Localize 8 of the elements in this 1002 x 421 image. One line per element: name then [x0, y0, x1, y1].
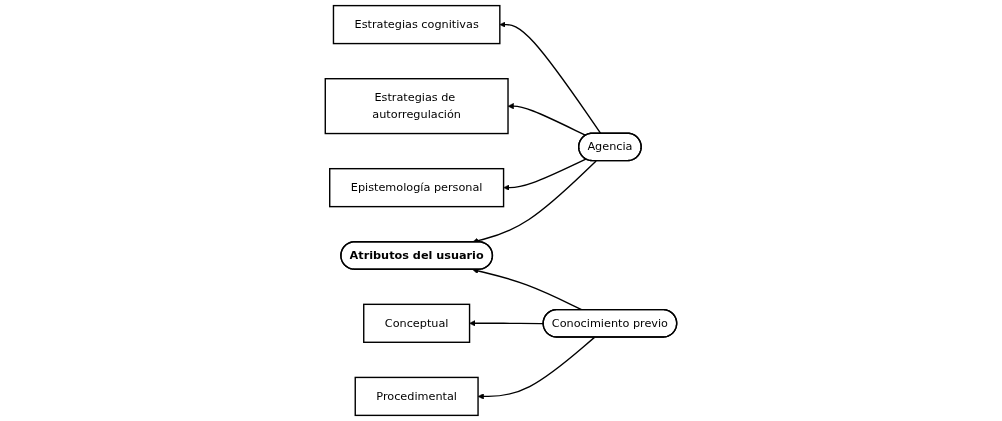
arrow	[499, 21, 602, 135]
node-box: Estrategias cognitivas	[332, 4, 501, 45]
arrow	[503, 158, 587, 191]
node-box: Estrategias de autorregulación	[324, 78, 509, 135]
node-box: Epistemología personal	[329, 167, 505, 208]
node-box: Procedimental	[354, 376, 479, 417]
arrow	[472, 160, 597, 244]
node-box: Conceptual	[363, 303, 471, 343]
